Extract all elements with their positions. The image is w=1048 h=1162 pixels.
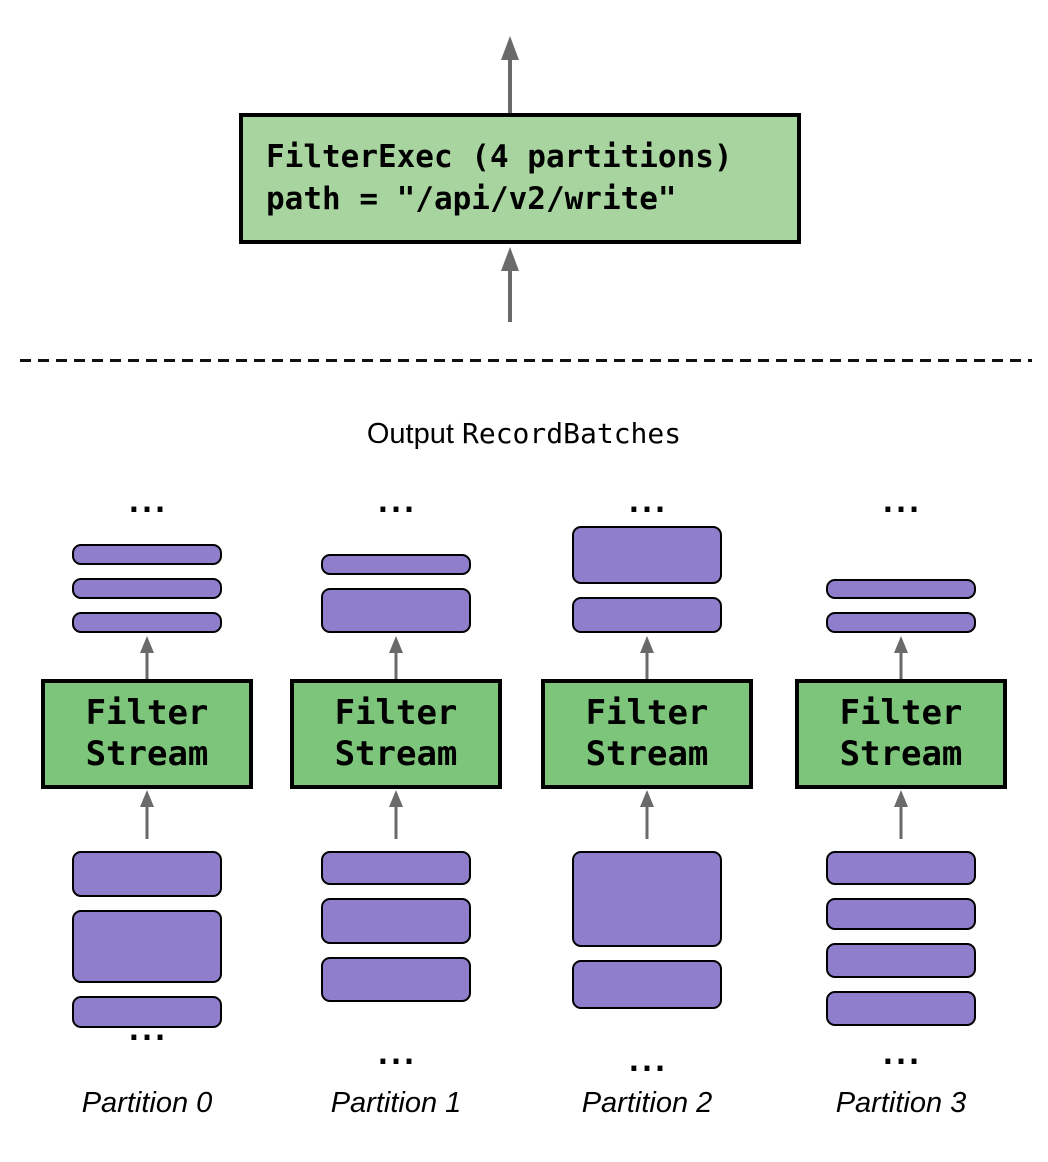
partition-label: Partition 0 (81, 1087, 213, 1119)
exec-node-title: FilterExec (4 partitions) (266, 139, 733, 175)
record-batch (826, 612, 976, 633)
stream-node-line1: Filter (334, 693, 458, 733)
output-recordbatches-label: Output RecordBatches (0, 417, 1048, 451)
record-batch (72, 612, 222, 633)
arrow-shaft (899, 802, 903, 839)
stream-output-arrow-icon (137, 636, 157, 679)
arrow-head-icon (501, 36, 519, 60)
filter-stream-node: Filter Stream (41, 679, 253, 789)
record-batch (572, 960, 722, 1009)
partition-label: Partition 3 (835, 1087, 967, 1119)
stream-output-arrow-icon (386, 636, 406, 679)
filter-exec-node: FilterExec (4 partitions) path = "/api/v… (239, 113, 801, 244)
arrow-head-icon (140, 790, 154, 807)
ellipsis-bottom: ... (124, 1013, 169, 1048)
arrow-head-icon (640, 636, 654, 653)
stream-node-line1: Filter (585, 693, 709, 733)
arrow-shaft (145, 802, 149, 839)
record-batch (321, 588, 471, 633)
filter-stream-node: Filter Stream (290, 679, 502, 789)
output-batch-stack (572, 526, 722, 633)
stream-node-line2: Stream (839, 734, 963, 774)
filter-stream-node: Filter Stream (541, 679, 753, 789)
partition-column-2: ... Filter Stream ... Partition 2 (541, 488, 753, 1162)
arrow-head-icon (640, 790, 654, 807)
partition-label: Partition 1 (330, 1087, 462, 1119)
stream-input-arrow-icon (891, 790, 911, 839)
partition-column-3: ... Filter Stream ... Partition 3 (795, 488, 1007, 1162)
partition-column-0: ... Filter Stream ... Partition 0 (41, 488, 253, 1162)
record-batch (826, 943, 976, 978)
record-batch (826, 898, 976, 930)
partition-column-1: ... Filter Stream ... Partition 1 (290, 488, 502, 1162)
ellipsis-top: ... (624, 485, 669, 520)
stream-node-line2: Stream (585, 734, 709, 774)
stream-input-arrow-icon (637, 790, 657, 839)
ellipsis-top: ... (878, 485, 923, 520)
partition-label: Partition 2 (581, 1087, 713, 1119)
arrow-head-icon (894, 790, 908, 807)
record-batch (72, 578, 222, 599)
filter-stream-node: Filter Stream (795, 679, 1007, 789)
ellipsis-top: ... (124, 485, 169, 520)
input-batch-stack (826, 851, 976, 1026)
ellipsis-bottom: ... (624, 1044, 669, 1079)
record-batch (72, 544, 222, 565)
record-batch (321, 898, 471, 944)
stream-node-line1: Filter (839, 693, 963, 733)
plan-stream-separator (20, 359, 1032, 362)
arrow-head-icon (140, 636, 154, 653)
arrow-head-icon (894, 636, 908, 653)
arrow-shaft (508, 265, 512, 322)
arrow-shaft (899, 648, 903, 679)
record-batch (826, 851, 976, 885)
exec-input-arrow-icon (498, 247, 522, 322)
record-batch (826, 991, 976, 1026)
record-batch (72, 996, 222, 1028)
arrow-shaft (394, 648, 398, 679)
record-batch (572, 851, 722, 947)
exec-output-arrow-icon (498, 36, 522, 113)
record-batch (321, 957, 471, 1002)
input-batch-stack (72, 851, 222, 1028)
output-batch-stack (72, 544, 222, 633)
output-label-prefix: Output (366, 418, 462, 450)
ellipsis-bottom: ... (373, 1037, 418, 1072)
stream-input-arrow-icon (386, 790, 406, 839)
arrow-head-icon (389, 790, 403, 807)
output-label-code: RecordBatches (461, 417, 682, 450)
record-batch (321, 554, 471, 575)
stream-node-line1: Filter (85, 693, 209, 733)
arrow-shaft (145, 648, 149, 679)
stream-input-arrow-icon (137, 790, 157, 839)
ellipsis-bottom: ... (878, 1037, 923, 1072)
ellipsis-top: ... (373, 485, 418, 520)
exec-node-predicate: path = "/api/v2/write" (266, 181, 677, 217)
stream-node-line2: Stream (334, 734, 458, 774)
output-batch-stack (321, 554, 471, 633)
record-batch (572, 526, 722, 584)
record-batch (72, 910, 222, 983)
arrow-shaft (645, 648, 649, 679)
record-batch (572, 597, 722, 633)
arrow-shaft (394, 802, 398, 839)
stream-node-line2: Stream (85, 734, 209, 774)
stream-output-arrow-icon (891, 636, 911, 679)
record-batch (826, 579, 976, 599)
arrow-head-icon (501, 247, 519, 271)
output-batch-stack (826, 579, 976, 633)
record-batch (72, 851, 222, 897)
input-batch-stack (572, 851, 722, 1009)
input-batch-stack (321, 851, 471, 1002)
arrow-head-icon (389, 636, 403, 653)
arrow-shaft (508, 54, 512, 113)
record-batch (321, 851, 471, 885)
stream-output-arrow-icon (637, 636, 657, 679)
arrow-shaft (645, 802, 649, 839)
